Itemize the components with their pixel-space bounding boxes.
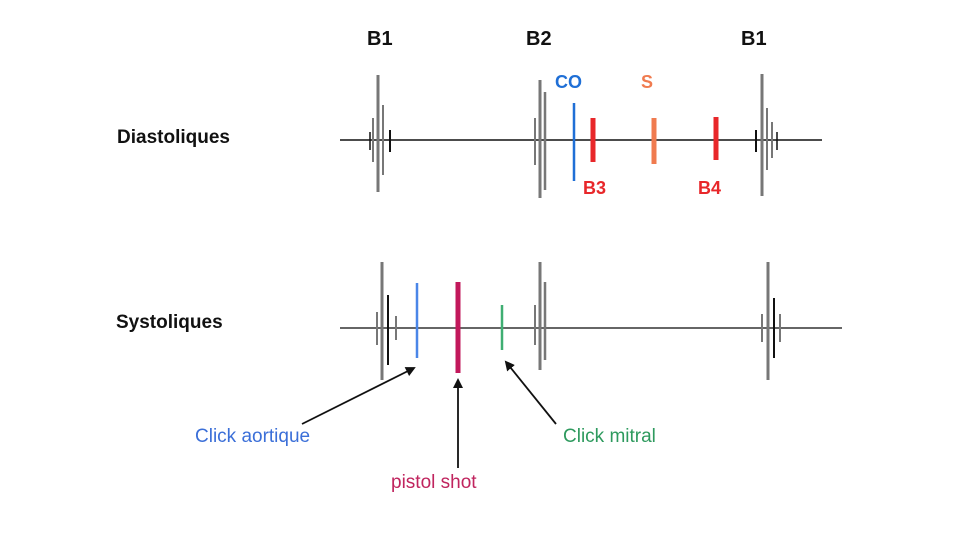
b1-right-heading: B1 bbox=[741, 28, 767, 50]
diastolic-b1-right-sound bbox=[755, 74, 778, 196]
b1-left-heading: B1 bbox=[367, 28, 393, 50]
b3-label: B3 bbox=[583, 178, 607, 198]
s-label: S bbox=[641, 72, 654, 92]
pistol-shot-label: pistol shot bbox=[391, 472, 477, 493]
click-mitral-label: Click mitral bbox=[563, 426, 656, 447]
systolic-b1-right-sound bbox=[761, 262, 781, 380]
click-mitral-arrow bbox=[504, 360, 557, 425]
click-aortic-label: Click aortique bbox=[195, 426, 311, 447]
co-label: CO bbox=[555, 72, 582, 92]
diastolic-b2-sound bbox=[534, 80, 547, 198]
click-aortic-arrow bbox=[301, 367, 416, 425]
b4-label: B4 bbox=[698, 178, 722, 198]
systolic-b1-left-sound bbox=[376, 262, 397, 380]
diastolic-b1-left-sound bbox=[369, 75, 391, 192]
b2-heading: B2 bbox=[526, 28, 552, 50]
systolic-b2-sound bbox=[534, 262, 547, 370]
diastolic-row-label: Diastoliques bbox=[117, 127, 230, 148]
systolic-row-label: Systoliques bbox=[116, 312, 223, 333]
